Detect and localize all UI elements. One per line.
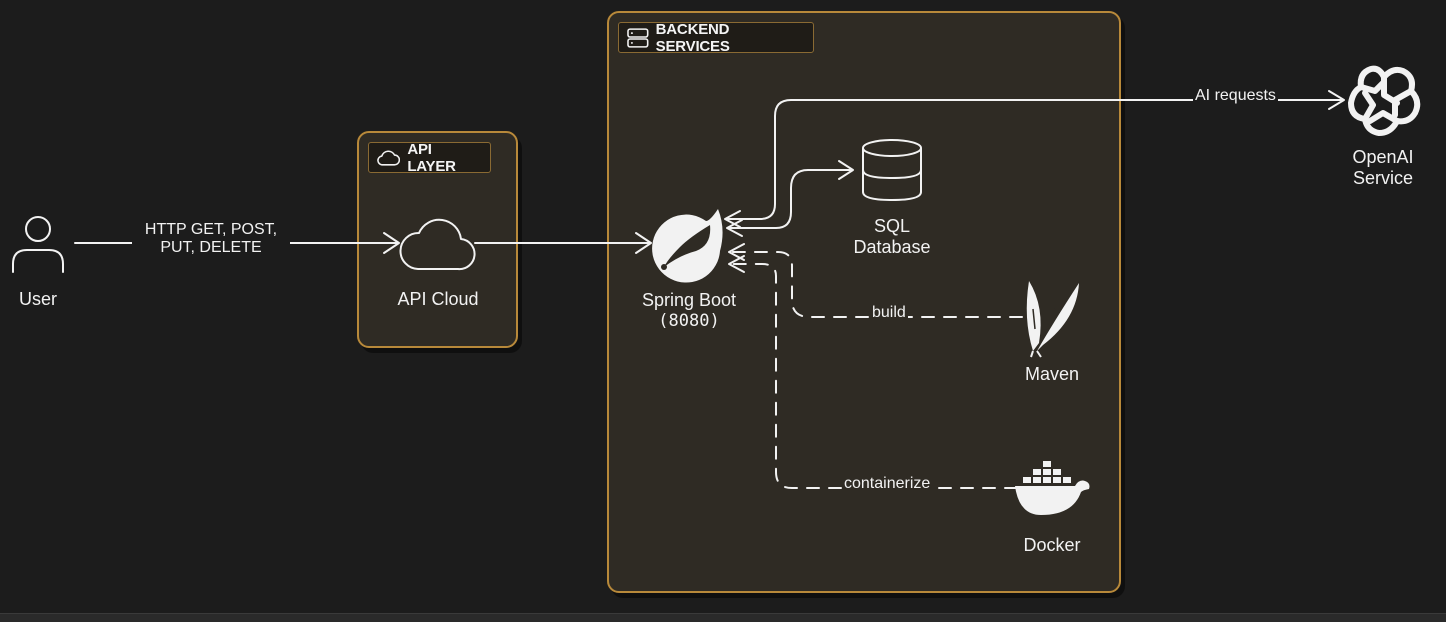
server-icon bbox=[627, 27, 649, 48]
edge-label-http-methods-line1: HTTP GET, POST, bbox=[144, 221, 278, 238]
sql-database-line2: Database bbox=[853, 237, 931, 257]
docker-label: Docker bbox=[1023, 535, 1081, 555]
backend-services-group-label: BACKEND SERVICES bbox=[618, 20, 814, 55]
edge-spring-to-db bbox=[729, 169, 853, 229]
sql-database-line1: SQL bbox=[873, 216, 911, 236]
openai-line2: Service bbox=[1352, 168, 1414, 188]
spring-boot-port: (8080) bbox=[658, 311, 720, 331]
edge-build bbox=[730, 251, 1023, 318]
edge-containerize bbox=[730, 263, 1018, 489]
api-layer-group-label: API LAYER bbox=[368, 140, 491, 175]
openai-line1: OpenAI bbox=[1352, 147, 1414, 167]
docker-whale-icon bbox=[1015, 461, 1090, 515]
bottom-bar bbox=[0, 613, 1446, 622]
spring-boot-name: Spring Boot bbox=[641, 290, 737, 310]
spring-boot-label: Spring Boot (8080) bbox=[618, 290, 760, 332]
backend-services-title: BACKEND SERVICES bbox=[655, 20, 730, 55]
arrowhead-api-to-spring bbox=[635, 232, 652, 254]
arrowhead-user-to-api bbox=[383, 232, 400, 254]
openai-icon bbox=[1348, 65, 1421, 136]
arrowhead-build bbox=[728, 243, 745, 261]
feather-icon bbox=[1026, 281, 1079, 358]
cloud-outline-icon bbox=[377, 149, 401, 166]
user-label: User bbox=[18, 289, 57, 309]
edge-label-build: build bbox=[870, 304, 908, 322]
edge-label-ai-requests: AI requests bbox=[1193, 87, 1278, 105]
arrowhead-containerize bbox=[728, 255, 745, 273]
edge-label-http-methods: HTTP GET, POST, PUT, DELETE bbox=[132, 221, 290, 257]
edge-ai-requests bbox=[727, 99, 1344, 220]
arrowhead-spring-to-db bbox=[838, 160, 854, 180]
api-layer-title: API LAYER bbox=[407, 140, 456, 175]
openai-label: OpenAI Service bbox=[1328, 147, 1438, 189]
maven-label: Maven bbox=[1024, 364, 1080, 384]
arrowhead-ai-requests bbox=[1328, 90, 1345, 110]
user-icon bbox=[12, 216, 64, 273]
sql-database-label: SQL Database bbox=[831, 216, 953, 258]
edge-label-containerize: containerize bbox=[842, 475, 933, 493]
edge-label-http-methods-line2: PUT, DELETE bbox=[160, 239, 262, 256]
spring-leaf-icon bbox=[652, 209, 723, 283]
arrowhead-db-back bbox=[726, 219, 743, 237]
database-icon bbox=[862, 139, 922, 202]
api-cloud-label: API Cloud bbox=[397, 289, 479, 309]
cloud-icon bbox=[399, 218, 476, 271]
